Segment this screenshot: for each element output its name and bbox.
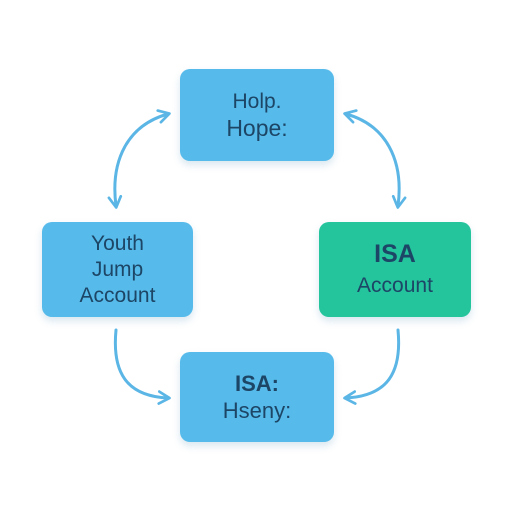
node-isa-subtitle: Account xyxy=(357,273,433,297)
node-youth-line1: Youth xyxy=(91,231,144,255)
node-hope: Holp. Hope: xyxy=(180,69,334,161)
arrow-left-to-top xyxy=(107,109,171,209)
node-youth-jump-account: Youth Jump Account xyxy=(42,222,193,317)
node-hope-line2: Hope: xyxy=(226,115,288,141)
node-isa-hseny-title: ISA: xyxy=(235,371,279,396)
node-youth-line2: Jump xyxy=(91,257,144,281)
node-isa-title: ISA xyxy=(374,239,416,268)
node-isa-hseny: ISA: Hseny: xyxy=(180,352,334,442)
arrow-right-to-bottom xyxy=(343,328,401,405)
arrow-top-to-right xyxy=(343,109,407,209)
node-isa-account: ISA Account xyxy=(319,222,471,317)
node-hope-line1: Holp. xyxy=(232,90,282,113)
node-youth-line3: Account xyxy=(79,283,156,307)
node-isa-hseny-subtitle: Hseny: xyxy=(222,398,292,423)
arrow-left-to-bottom xyxy=(113,328,171,405)
